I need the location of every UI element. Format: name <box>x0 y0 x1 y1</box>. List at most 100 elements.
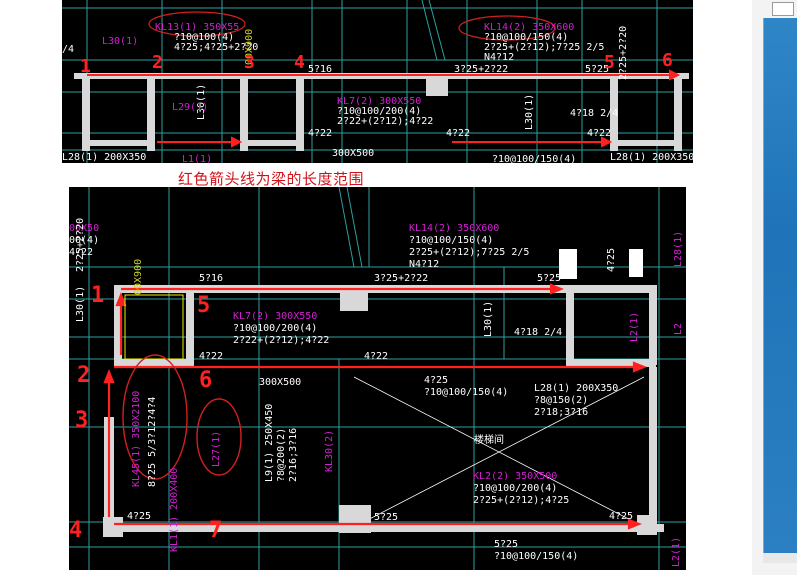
bottom-kl14-rebar2: 2?25+(2?12);7?25 2/5 <box>409 247 529 258</box>
bottom-5-25-bottom: 5?25 <box>494 539 518 550</box>
top-red-arrows <box>87 69 681 148</box>
top-l30-label: L30(1) <box>102 36 138 47</box>
top-2-25-2-20: 2?25+2?20 <box>618 26 629 80</box>
bottom-number-1: 1 <box>91 283 104 308</box>
bottom-cad-panel: KL14(2) 350X600 ?10@100/150(4) 2?25+(2?1… <box>69 187 686 570</box>
bottom-kl7-rebar1: ?10@100/200(4) <box>233 323 317 334</box>
bottom-kl14-label: KL14(2) 350X600 <box>409 223 499 234</box>
bottom-kl30: KL30(2) <box>324 430 335 472</box>
right-panel-footer <box>763 553 797 563</box>
bottom-kl1: KL1(1) 200X400 <box>169 468 180 552</box>
bottom-5-16: 5?16 <box>199 273 223 284</box>
bottom-numbers: 1 2 3 4 5 6 7 <box>69 283 222 543</box>
bottom-left-label4: 2?25+2?20 <box>75 218 86 272</box>
bottom-l9-rebar1: ?8@200(2) <box>276 428 287 482</box>
top-numbers: 1 2 3 4 5 6 <box>80 50 673 77</box>
top-kl13-label: KL13(1) 350X55 <box>155 22 239 33</box>
bottom-kl14-rebar3: N4?12 <box>409 259 439 270</box>
bottom-l28-label: L28(1) 200X350 <box>534 383 618 394</box>
top-number-1: 1 <box>80 56 91 77</box>
top-labels: KL13(1) 350X55 ?10@100(4) 4?25;4?25+2?20… <box>62 22 693 163</box>
bottom-white-marks <box>559 249 643 279</box>
top-5-25: 5?25 <box>585 64 609 75</box>
bottom-kl2-rebar1: ?10@100/200(4) <box>473 483 557 494</box>
top-grid <box>62 0 693 163</box>
top-kl14-rebar2: 2?25+(2?12);7?25 2/5 <box>484 42 604 53</box>
bottom-cad-drawing: KL14(2) 350X600 ?10@100/150(4) 2?25+(2?1… <box>69 187 686 570</box>
top-side-4: /4 <box>62 44 74 55</box>
bottom-number-6: 6 <box>199 368 212 393</box>
beam-length-caption: 红色箭头线为梁的长度范围 <box>178 170 365 188</box>
stairwell-cross <box>353 376 645 528</box>
top-4-18: 4?18 2/4 <box>570 108 618 119</box>
bottom-4-25-mid2: ?10@100/150(4) <box>424 387 508 398</box>
bottom-l28-rebar2: 2?18;3?16 <box>534 407 588 418</box>
bottom-4-22b: 4?22 <box>364 351 388 362</box>
bottom-grid <box>69 187 686 570</box>
top-3-25: 3?25+2?22 <box>454 64 508 75</box>
top-ovals <box>148 11 556 41</box>
bottom-l2-bottom: L2(1) <box>671 537 682 567</box>
bottom-4-22a: 4?22 <box>199 351 223 362</box>
top-kl13-rebar1: ?10@100(4) <box>174 32 234 43</box>
bottom-4-25-mid: 4?25 <box>424 375 448 386</box>
bottom-left-label3: 4?22 <box>69 247 93 258</box>
bottom-l28-top: L28(1) <box>673 231 684 267</box>
top-l28-label: L28(1) 200X350 <box>62 152 146 163</box>
top-300x500: 300X500 <box>332 148 374 159</box>
top-number-5: 5 <box>604 52 615 73</box>
bottom-number-2: 2 <box>77 363 90 388</box>
window-icon[interactable] <box>772 2 794 16</box>
top-l28-rebar: ?10@100/150(4) <box>492 154 576 163</box>
bottom-kl45: KL45(1) 350X2100 <box>131 391 142 487</box>
bottom-number-4: 4 <box>69 518 82 543</box>
bottom-kl7-label: KL7(2) 300X550 <box>233 311 317 322</box>
top-kl13-rebar2: 4?25;4?25+2?20 <box>174 42 258 53</box>
bottom-red-arrows <box>103 283 647 530</box>
top-number-4: 4 <box>294 52 305 73</box>
top-kl14-rebar1: ?10@100/150(4) <box>484 32 568 43</box>
bottom-kl7-rebar2: 2?22+(2?12);4?22 <box>233 335 329 346</box>
top-4-22-c: 4?22 <box>587 128 611 139</box>
top-5-16: 5?16 <box>308 64 332 75</box>
bottom-number-3: 3 <box>75 408 88 433</box>
bottom-300x500: 300X500 <box>259 377 301 388</box>
bottom-kl45-rebar: 8?25 5/3?12?4?4 <box>147 397 158 487</box>
bottom-3-25: 3?25+2?22 <box>374 273 428 284</box>
top-l28-label-right: L28(1) 200X350 <box>610 152 693 163</box>
bottom-l27: L27(1) <box>211 431 222 467</box>
top-l30-2: L30(1) <box>524 94 535 130</box>
bottom-l9-rebar2: 2?16;3?16 <box>288 428 299 482</box>
bottom-left-label2: 00(4) <box>69 235 99 246</box>
top-l1: L1(1) <box>182 154 212 163</box>
bottom-side-00: 00X900 <box>133 259 144 295</box>
bottom-ovals <box>122 354 242 480</box>
bottom-rebar-bottom: ?10@100/150(4) <box>494 551 578 562</box>
bottom-4-25b: 4?25 <box>609 511 633 522</box>
bottom-5-25b: 5?25 <box>374 512 398 523</box>
top-4-22-b: 4?22 <box>446 128 470 139</box>
top-kl7-rebar1: ?10@100/200(4) <box>337 106 421 117</box>
top-l29: L29(1) <box>172 102 208 113</box>
bottom-5-25a: 5?25 <box>537 273 561 284</box>
bottom-rotated-labels: L30(1) L30(1) KL30(2) L28(1) L2(1) L2 KL… <box>75 218 684 567</box>
top-number-2: 2 <box>152 52 163 73</box>
right-blue-panel <box>763 18 797 553</box>
bottom-kl2-label: KL2(2) 350X500 <box>473 471 557 482</box>
top-cad-drawing: KL13(1) 350X55 ?10@100(4) 4?25;4?25+2?20… <box>62 0 693 163</box>
bottom-l9: L9(1) 250X450 <box>264 404 275 482</box>
bottom-l30b: L30(1) <box>483 301 494 337</box>
bottom-kl2-rebar2: 2?25+(2?12);4?25 <box>473 495 569 506</box>
top-number-3: 3 <box>244 52 255 73</box>
top-number-6: 6 <box>662 50 673 71</box>
bottom-left-label1: 00X50 <box>69 223 99 234</box>
top-kl7-rebar2: 2?22+(2?12);4?22 <box>337 116 433 127</box>
bottom-4-25a: 4?25 <box>127 511 151 522</box>
top-kl14-label: KL14(2) 350X600 <box>484 22 574 33</box>
top-l30-1: L30(1) <box>196 84 207 120</box>
bottom-l2b: L2 <box>673 323 684 335</box>
top-kl7-label: KL7(2) 300X550 <box>337 96 421 107</box>
top-4-22-a: 4?22 <box>308 128 332 139</box>
bottom-labels: KL14(2) 350X600 ?10@100/150(4) 2?25+(2?1… <box>69 223 633 562</box>
top-cad-panel: KL13(1) 350X55 ?10@100(4) 4?25;4?25+2?20… <box>62 0 693 163</box>
